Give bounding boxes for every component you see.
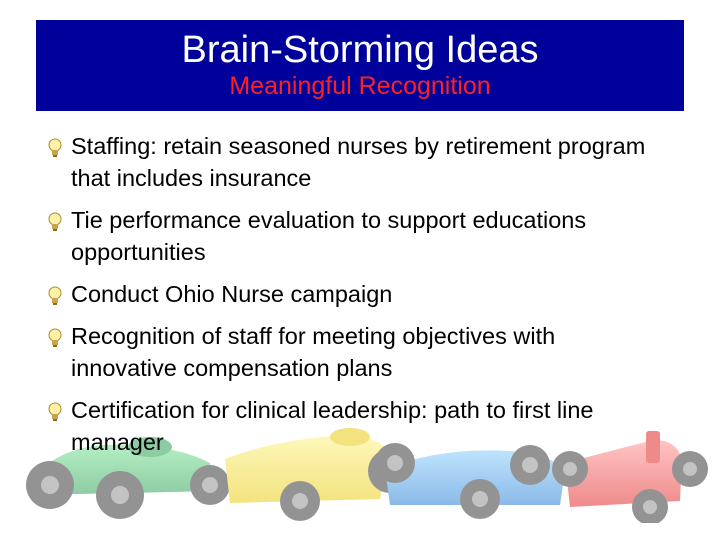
bullet-text: Staffing: retain seasoned nurses by reti…	[71, 133, 646, 191]
list-item: Certification for clinical leadership: p…	[44, 394, 664, 458]
lightbulb-icon	[48, 328, 62, 347]
bullet-text: Recognition of staff for meeting objecti…	[71, 323, 556, 381]
lightbulb-icon	[48, 402, 62, 421]
slide-title: Brain-Storming Ideas	[181, 29, 539, 71]
slide-subtitle: Meaningful Recognition	[229, 72, 491, 100]
bullet-list: Staffing: retain seasoned nurses by reti…	[44, 130, 664, 468]
lightbulb-icon	[48, 138, 62, 157]
list-item: Recognition of staff for meeting objecti…	[44, 320, 664, 384]
red-car	[552, 431, 708, 523]
title-bar: Brain-Storming Ideas Meaningful Recognit…	[36, 20, 684, 111]
bullet-text: Tie performance evaluation to support ed…	[71, 207, 587, 265]
blue-car	[375, 443, 565, 519]
bullet-text: Conduct Ohio Nurse campaign	[71, 281, 393, 307]
green-car	[26, 437, 230, 519]
toy-cars-illustration	[26, 428, 708, 523]
lightbulb-icon	[48, 286, 62, 305]
bullet-text: Certification for clinical leadership: p…	[71, 397, 594, 455]
lightbulb-icon	[48, 212, 62, 231]
list-item: Tie performance evaluation to support ed…	[44, 204, 664, 268]
list-item: Conduct Ohio Nurse campaign	[44, 278, 664, 310]
list-item: Staffing: retain seasoned nurses by reti…	[44, 130, 664, 194]
